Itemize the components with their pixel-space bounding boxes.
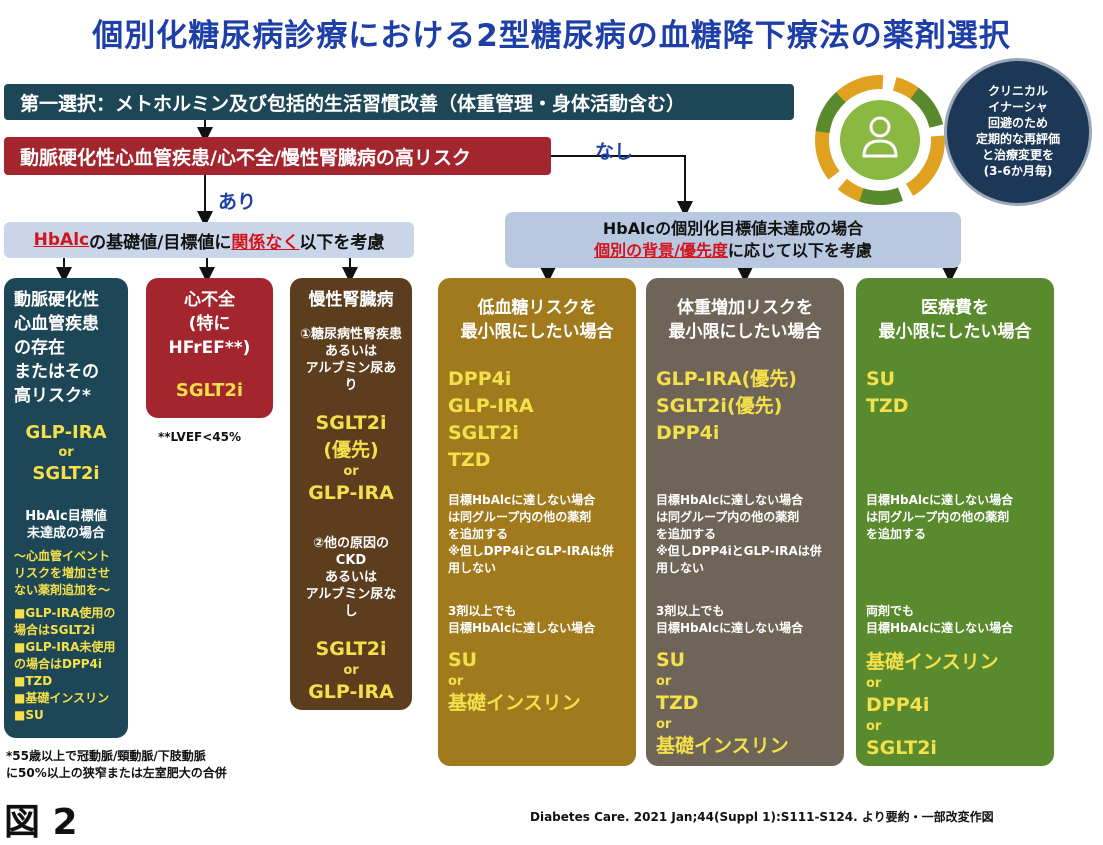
lvef-note: **LVEF<45% [158,430,242,444]
column-heart-failure: 心不全(特にHFrEF**) SGLT2i [146,278,273,418]
column-weight-gain: 体重増加リスクを最小限にしたい場合 GLP-IRA(優先)SGLT2i(優先) … [646,278,844,766]
figure-label: 図 2 [4,802,78,843]
high-risk-bar: 動脈硬化性心血管疾患/心不全/慢性腎臓病の高リスク [4,137,551,175]
first-choice-bar: 第一選択：メトホルミン及び包括的生活習慣改善（体重管理・身体活動含む） [4,84,794,120]
footnote: *55歳以上で冠動脈/頸動脈/下肢動脈に50%以上の狭窄または左室肥大の合併 [6,749,227,780]
branch-no-label: なし [595,141,634,163]
column-ckd: 慢性腎臓病 ①糖尿病性腎疾患あるいはアルブミン尿あり SGLT2i (優先) o… [290,278,412,710]
right-consider-box: HbAlcの個別化目標値未達成の場合 個別の背景/優先度に応じて以下を考慮 [505,212,961,268]
branch-yes-label: あり [218,191,257,213]
column-ascvd: 動脈硬化性心血管疾患の存在 またはその高リスク* GLP-IRA or SGLT… [4,278,128,738]
cycle-person-icon [815,75,945,205]
hba1c-red: HbAlc [33,230,90,250]
arrow-risk-no [551,155,693,217]
clinical-inertia-circle: クリニカルイナーシャ回避のため 定期的な再評価と治療変更を(3-6か月毎) [944,58,1092,206]
page-title: 個別化糖尿病診療における2型糖尿病の血糖降下療法の薬剤選択 [92,18,1011,54]
citation: Diabetes Care. 2021 Jan;44(Suppl 1):S111… [530,810,994,824]
